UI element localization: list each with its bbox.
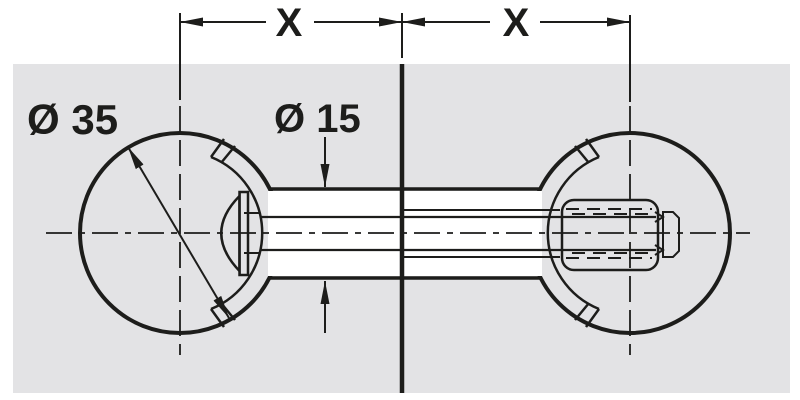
dim-x-right-label: X (503, 1, 530, 45)
cup-diameter-arrow (127, 146, 230, 319)
dim-x-left-label: X (276, 1, 303, 45)
right-cup-bottom-notch (574, 302, 601, 328)
cup-diameter-label: Ø 35 (27, 96, 118, 143)
right-cup-inner-arc (546, 155, 600, 311)
bolt-diameter-label: Ø 15 (274, 97, 361, 141)
nut-sleeve (560, 198, 660, 272)
right-cup-top-notch (574, 138, 601, 164)
bolt-tip-cap (662, 211, 680, 258)
bolt-head-hidden-ticks (244, 212, 259, 254)
left-cup-inner-arc (210, 155, 264, 311)
